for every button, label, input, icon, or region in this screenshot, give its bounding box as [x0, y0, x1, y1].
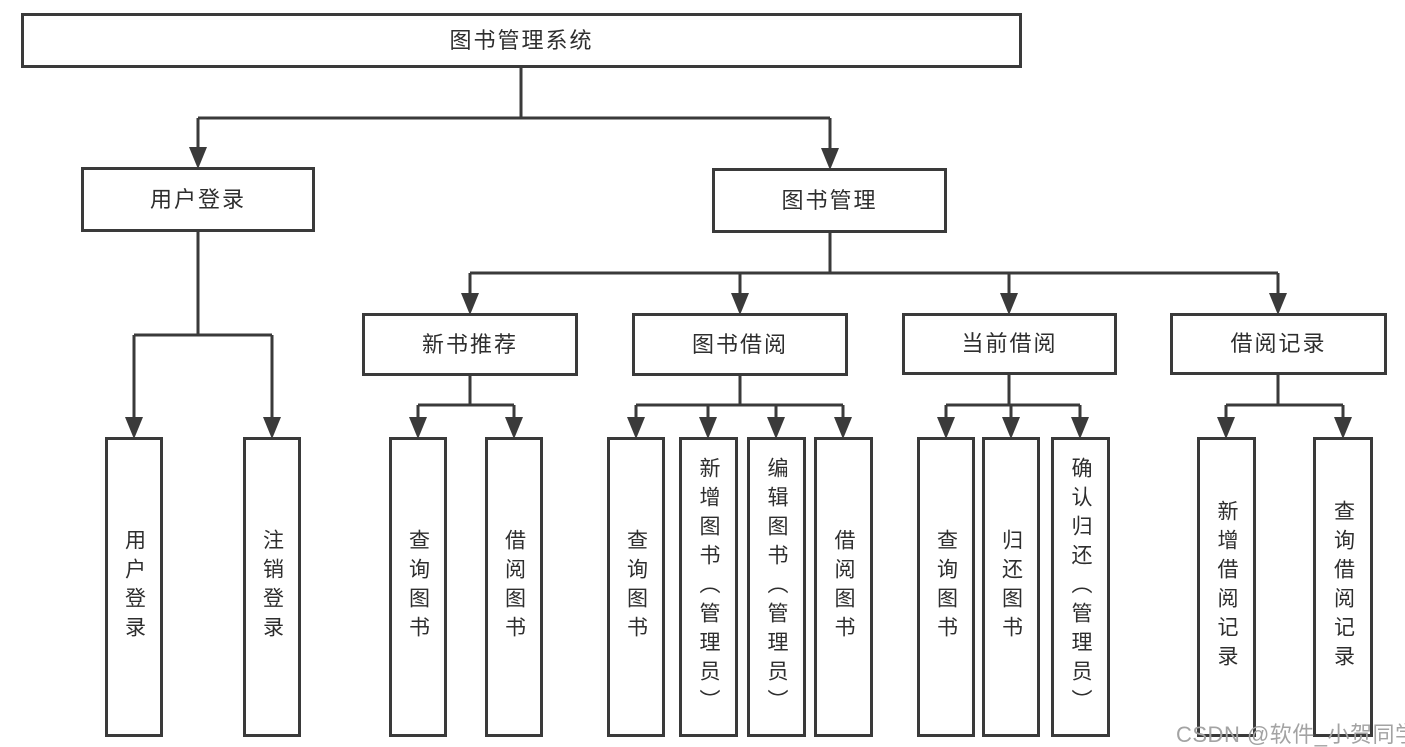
node-label: 查询图书: [624, 529, 648, 645]
connector-book-management-to-level3: [468, 233, 1280, 296]
node-borrow-records: 借阅记录: [1170, 313, 1387, 375]
node-label: 新书推荐: [421, 331, 518, 357]
node-label: 图书管理: [781, 187, 878, 213]
node-label: 当前借阅: [961, 331, 1058, 356]
node-label: 图书借阅: [691, 331, 788, 357]
leaf-logout: 注销登录: [243, 437, 301, 737]
leaf-query-borrow-record: 查询借阅记录: [1313, 437, 1373, 737]
leaf-add-borrow-record: 新增借阅记录: [1197, 437, 1256, 737]
arrowhead: [461, 293, 479, 315]
arrowhead: [263, 417, 281, 439]
node-book-management: 图书管理: [712, 168, 947, 233]
arrowhead: [1071, 417, 1089, 439]
arrowhead: [409, 417, 427, 439]
arrowhead: [189, 147, 207, 169]
leaf-return-book: 归还图书: [982, 437, 1040, 737]
node-library-management-system: 图书管理系统: [21, 13, 1022, 68]
node-label: 确认归还（管理员）: [1069, 456, 1092, 718]
leaf-confirm-return-admin: 确认归还（管理员）: [1051, 437, 1110, 737]
node-label: 查询图书: [406, 529, 430, 645]
node-label: 归还图书: [999, 529, 1023, 645]
node-user-login: 用户登录: [81, 167, 315, 232]
node-label: 注销登录: [260, 529, 284, 645]
arrowhead: [834, 417, 852, 439]
node-label: 查询借阅记录: [1331, 500, 1355, 674]
arrowhead: [821, 148, 839, 170]
node-current-borrow: 当前借阅: [902, 313, 1117, 375]
arrowhead: [1334, 417, 1352, 439]
connector-new-book-recommend-to-leaves: [416, 376, 516, 420]
arrowhead: [699, 417, 717, 439]
leaf-edit-book-admin: 编辑图书（管理员）: [747, 437, 806, 737]
leaf-query-books-recommend: 查询图书: [389, 437, 447, 737]
leaf-query-books-borrow: 查询图书: [607, 437, 665, 737]
arrowhead: [1002, 417, 1020, 439]
leaf-query-books-current: 查询图书: [917, 437, 975, 737]
node-label: 新增图书（管理员）: [697, 456, 720, 718]
arrowhead: [767, 417, 785, 439]
node-label: 借阅记录: [1230, 331, 1327, 356]
arrowhead: [125, 417, 143, 439]
arrowhead: [627, 417, 645, 439]
node-label: 用户登录: [149, 186, 246, 212]
node-label: 查询图书: [934, 529, 958, 645]
node-book-borrow: 图书借阅: [632, 313, 848, 376]
arrowhead: [731, 293, 749, 315]
connector-root-to-level2: [196, 68, 832, 151]
node-label: 图书管理系统: [449, 27, 594, 53]
connector-user-login-to-leaves: [132, 232, 274, 420]
arrowhead: [937, 417, 955, 439]
node-label: 编辑图书（管理员）: [765, 456, 788, 718]
arrowhead: [1217, 417, 1235, 439]
leaf-borrow-books-recommend: 借阅图书: [485, 437, 543, 737]
node-label: 借阅图书: [832, 529, 855, 645]
node-label: 新增借阅记录: [1215, 500, 1238, 674]
connector-book-borrow-to-leaves: [634, 376, 845, 420]
connector-current-borrow-to-leaves: [944, 375, 1082, 420]
node-label: 用户登录: [122, 529, 146, 645]
csdn-watermark: CSDN @软件_小贺同学: [1176, 722, 1405, 747]
arrowhead: [1000, 293, 1018, 315]
connector-borrow-records-to-leaves: [1224, 375, 1345, 420]
node-new-book-recommend: 新书推荐: [362, 313, 578, 376]
node-label: 借阅图书: [502, 529, 526, 645]
arrowhead: [1269, 293, 1287, 315]
leaf-add-book-admin: 新增图书（管理员）: [679, 437, 738, 737]
arrowheads: [125, 147, 1352, 439]
leaf-borrow-books: 借阅图书: [814, 437, 873, 737]
arrowhead: [505, 417, 523, 439]
leaf-user-login: 用户登录: [105, 437, 163, 737]
